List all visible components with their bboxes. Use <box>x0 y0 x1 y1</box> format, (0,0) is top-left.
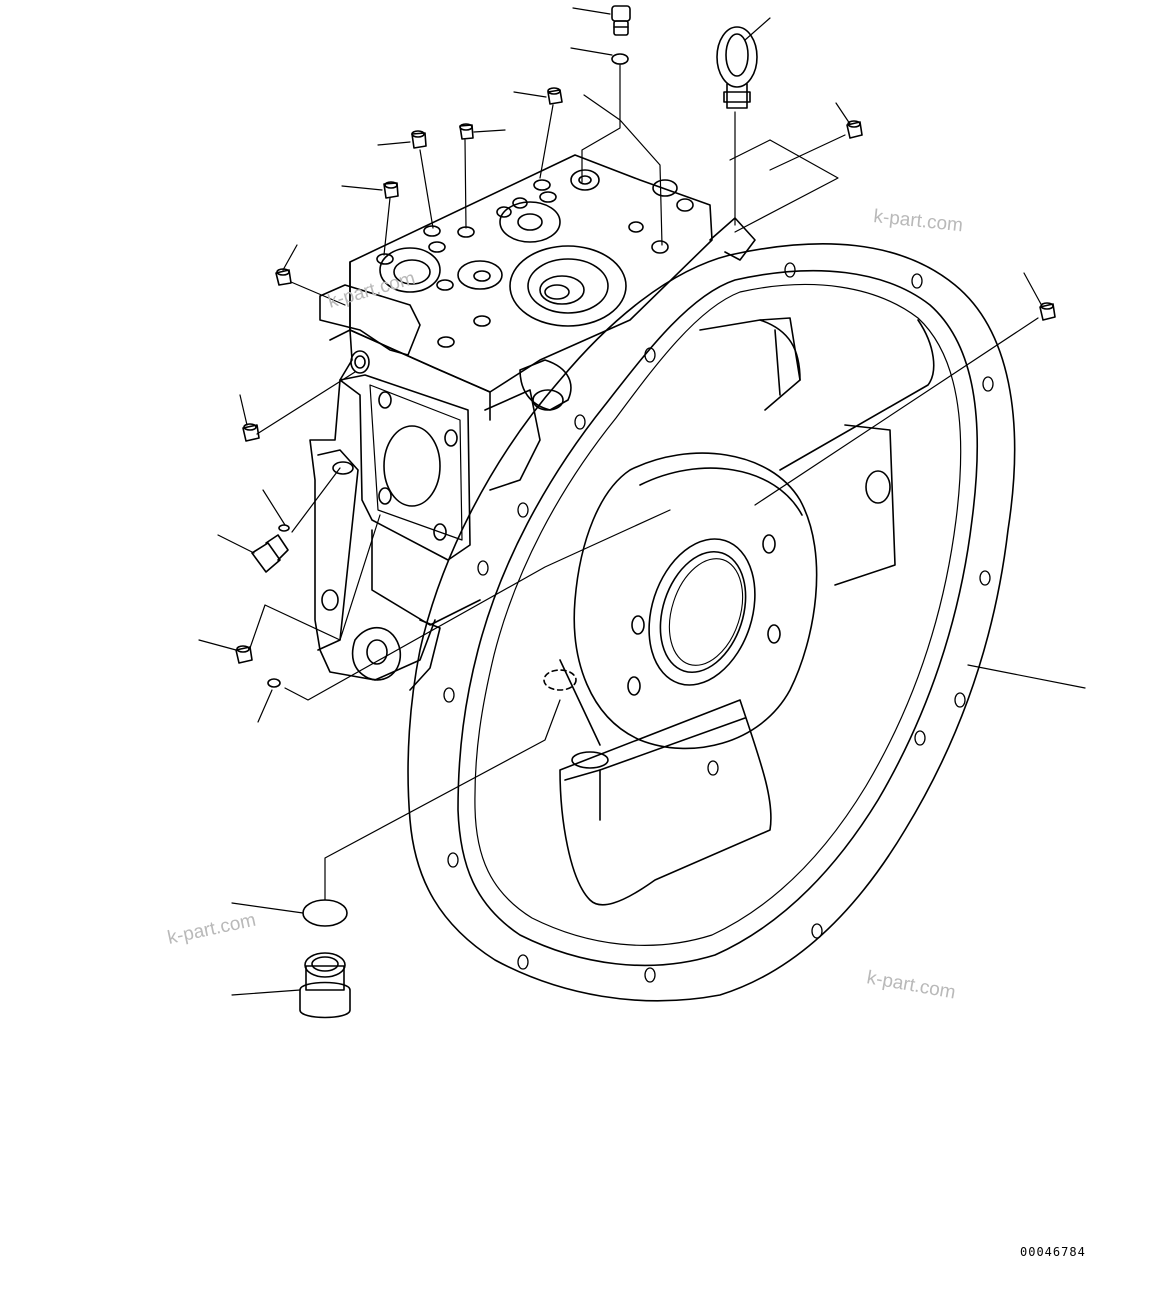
watermark-pump: k-part.com <box>326 268 418 313</box>
drain-plug <box>299 952 351 1019</box>
loose-parts <box>235 5 1056 1019</box>
top-plug <box>611 5 631 36</box>
center-hub <box>543 452 818 769</box>
watermark-top-right: k-part.com <box>872 206 963 236</box>
housing-bolt-holes <box>443 262 994 983</box>
leader-lines <box>198 7 1086 996</box>
small-o-ring <box>267 678 281 688</box>
part-number-label: 00046784 <box>1020 1245 1086 1259</box>
top-o-ring <box>611 53 629 65</box>
eye-bolt <box>716 26 758 109</box>
watermark-left: k-part.com <box>166 910 258 949</box>
flywheel-housing <box>407 243 1016 1002</box>
small-plugs <box>235 87 1056 664</box>
large-o-ring <box>302 899 348 927</box>
watermark-bottom: k-part.com <box>865 967 957 1003</box>
hose-fitting <box>251 524 290 573</box>
pump-body <box>309 154 756 691</box>
